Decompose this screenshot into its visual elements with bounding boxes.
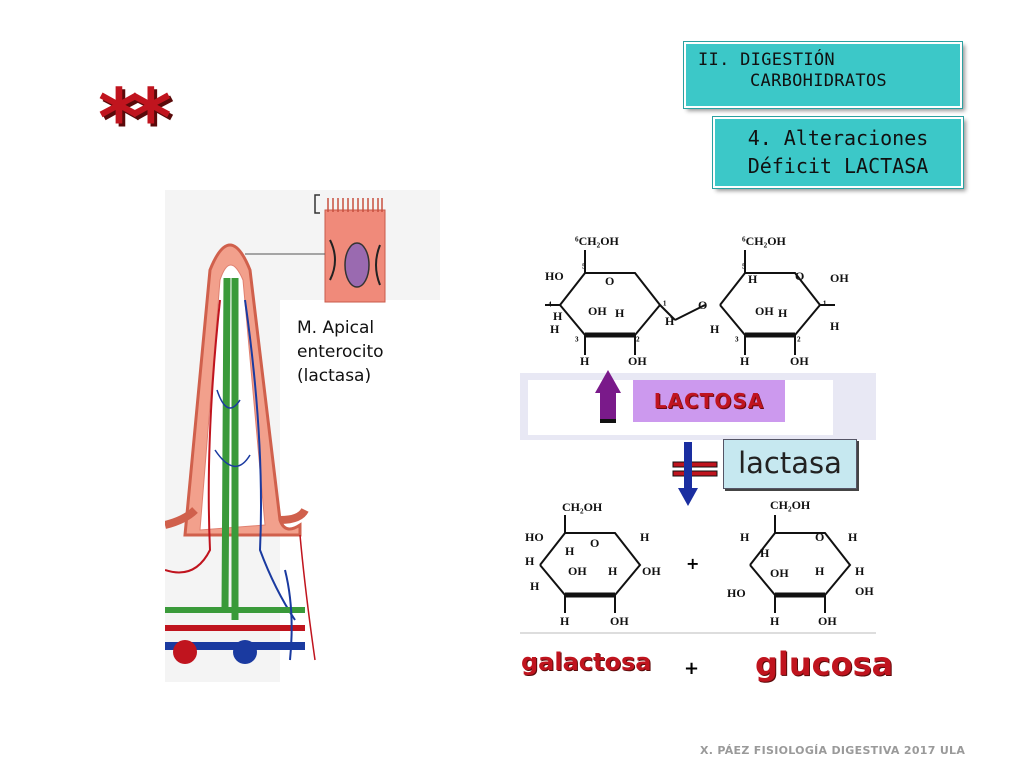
svg-text:HO: HO [727, 586, 746, 600]
section-title-box: II. DIGESTIÓN CARBOHIDRATOS [683, 41, 963, 109]
svg-text:OH: OH [770, 566, 789, 580]
arrow-down-icon [678, 442, 698, 506]
svg-text:OH: OH [818, 614, 837, 628]
svg-text:H: H [848, 530, 858, 544]
svg-text:H: H [640, 530, 650, 544]
section-title-line2: CARBOHIDRATOS [750, 71, 887, 91]
plus-sign-structures: + [686, 554, 700, 573]
lactosa-label: LACTOSA [633, 380, 785, 422]
svg-text:O: O [605, 274, 614, 288]
footer-credit: X. PÁEZ FISIOLOGÍA DIGESTIVA 2017 ULA [700, 744, 966, 757]
svg-text:²: ² [636, 334, 640, 348]
svg-text:H: H [855, 564, 865, 578]
galactosa-label: galactosa [521, 648, 652, 676]
svg-text:H: H [615, 306, 625, 320]
svg-text:OH: OH [568, 564, 587, 578]
svg-text:O: O [590, 536, 599, 550]
svg-text:H: H [770, 614, 780, 628]
svg-text:H: H [608, 564, 618, 578]
svg-text:H: H [740, 354, 750, 368]
glucosa-label: glucosa [755, 645, 894, 683]
svg-text:³: ³ [735, 334, 739, 348]
svg-text:OH: OH [855, 584, 874, 598]
svg-text:O: O [815, 530, 824, 544]
glucose-ring [749, 515, 852, 613]
microvilli-label-line1: M. Apical [297, 318, 375, 338]
lactose-ring-right [719, 250, 835, 355]
svg-text:H: H [560, 614, 570, 628]
svg-text:H: H [565, 544, 575, 558]
artery-node [173, 640, 197, 664]
svg-text:CH₂OH: CH₂OH [770, 498, 811, 512]
svg-text:O: O [698, 298, 707, 312]
svg-text:H: H [830, 319, 840, 333]
svg-text:OH: OH [755, 304, 774, 318]
svg-text:O: O [795, 269, 804, 283]
svg-text:⁶CH₂OH: ⁶CH₂OH [575, 234, 620, 248]
svg-text:OH: OH [610, 614, 629, 628]
svg-text:OH: OH [588, 304, 607, 318]
svg-text:H: H [815, 564, 825, 578]
svg-text:H: H [778, 306, 788, 320]
topic-title-line2: Déficit LACTASA [747, 154, 929, 178]
vein-line [244, 299, 296, 621]
svg-text:OH: OH [628, 354, 647, 368]
inhibition-bars-icon [672, 461, 718, 477]
svg-text:HO: HO [525, 530, 544, 544]
svg-text:H: H [665, 314, 675, 328]
microvilli-label: M. Apical enterocito (lactasa) [297, 316, 384, 388]
svg-text:H: H [580, 354, 590, 368]
svg-text:H: H [710, 322, 720, 336]
plus-sign-products: + [684, 658, 700, 679]
svg-text:⁴: ⁴ [548, 299, 552, 313]
svg-text:⁶CH₂OH: ⁶CH₂OH [742, 234, 787, 248]
svg-text:H: H [530, 579, 540, 593]
section-title-line1: II. DIGESTIÓN [698, 50, 835, 70]
svg-text:H: H [740, 530, 750, 544]
svg-text:¹: ¹ [663, 298, 667, 312]
lacteal-vessel [221, 277, 239, 620]
svg-text:H: H [760, 546, 770, 560]
svg-text:H: H [525, 554, 535, 568]
emphasis-stars: ** [98, 72, 172, 165]
svg-text:⁵: ⁵ [582, 261, 586, 275]
svg-text:⁵: ⁵ [742, 261, 746, 275]
svg-text:OH: OH [830, 271, 849, 285]
svg-text:H: H [550, 322, 560, 336]
svg-text:H: H [553, 309, 563, 323]
vein-node [233, 640, 257, 664]
microvilli-label-line2: enterocito [297, 342, 384, 362]
lactasa-enzyme-label: lactasa [723, 439, 857, 489]
arrow-up-icon [595, 370, 621, 423]
lactose-ring-left [545, 250, 706, 355]
artery-line [165, 299, 221, 574]
svg-text:HO: HO [545, 269, 564, 283]
galactose-ring [539, 515, 642, 613]
svg-text:OH: OH [790, 354, 809, 368]
svg-text:H: H [748, 272, 758, 286]
enzyme-block-arrow [672, 442, 718, 506]
topic-title-line1: 4. Alteraciones [747, 126, 929, 150]
svg-text:¹: ¹ [823, 298, 827, 312]
microvilli-label-line3: (lactasa) [297, 366, 372, 386]
svg-text:³: ³ [575, 334, 579, 348]
enterocyte-cell [314, 194, 386, 303]
svg-text:CH₂OH: CH₂OH [562, 500, 603, 514]
topic-title-box: 4. Alteraciones Déficit LACTASA [712, 116, 964, 189]
svg-text:²: ² [797, 334, 801, 348]
villus-white-panel [280, 300, 440, 682]
intestinal-villus-illustration [165, 190, 440, 682]
svg-text:OH: OH [642, 564, 661, 578]
